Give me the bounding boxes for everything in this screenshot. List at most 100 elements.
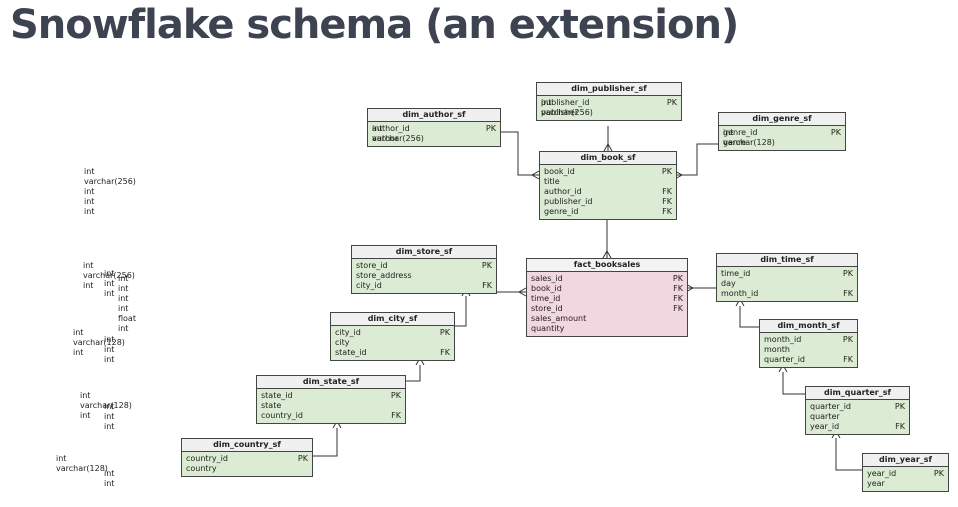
column-type: varchar(128) [80, 401, 132, 410]
column-name: country_id [261, 411, 303, 420]
column-name: quarter [810, 412, 840, 421]
column-name: book_id [544, 167, 575, 176]
table-header: dim_store_sf [352, 246, 496, 259]
column-name: book_id [531, 284, 562, 293]
column-name: year_id [867, 469, 897, 478]
column-name: genre [723, 138, 747, 147]
column-name: quarter_id [764, 355, 805, 364]
column-name: author_id [372, 124, 410, 133]
column-key: FK [662, 197, 672, 206]
column-name: time_id [531, 294, 561, 303]
column-type: varchar(256) [83, 271, 135, 280]
column-name: quantity [531, 324, 565, 333]
column-name: country_id [186, 454, 228, 463]
table-header: dim_time_sf [717, 254, 857, 267]
column-key: PK [830, 128, 841, 137]
column-type: varchar(256) [541, 108, 593, 117]
table-header: dim_state_sf [257, 376, 405, 389]
column-name: sales_amount [531, 314, 587, 323]
column-type: int [104, 355, 115, 364]
column-key: FK [895, 422, 905, 431]
relationship-line-year-quarter [835, 438, 862, 471]
column-key: PK [933, 469, 944, 478]
column-row: sales_amount float [118, 314, 683, 324]
column-row: quarter_id int FK [104, 355, 853, 365]
column-type: int [118, 294, 129, 303]
column-type: varchar(256) [84, 177, 136, 186]
crow-foot-marker [603, 142, 613, 152]
column-type: int [84, 167, 95, 176]
column-name: sales_id [531, 274, 563, 283]
table-header: fact_booksales [527, 259, 687, 272]
column-key: FK [673, 304, 683, 313]
column-name: publisher_id [541, 98, 590, 107]
crow-foot-marker [530, 170, 540, 180]
table-header: dim_author_sf [368, 109, 500, 122]
column-name: country [186, 464, 217, 473]
column-key: FK [482, 281, 492, 290]
column-name: city_id [335, 328, 361, 337]
column-type: int [84, 207, 95, 216]
column-type: int [104, 412, 115, 421]
column-key: PK [666, 98, 677, 107]
column-type: int [84, 197, 95, 206]
table-header: dim_country_sf [182, 439, 312, 452]
column-type: float [118, 314, 136, 323]
column-row: time_id int FK [118, 294, 683, 304]
column-type: int [104, 469, 115, 478]
column-name: city_id [356, 281, 382, 290]
table-header: dim_book_sf [540, 152, 676, 165]
column-key: PK [297, 454, 308, 463]
column-key: FK [843, 355, 853, 364]
column-key: PK [894, 402, 905, 411]
column-key: FK [843, 289, 853, 298]
relationship-line-month-time [739, 306, 759, 328]
column-type: varchar(128) [73, 338, 125, 347]
column-key: FK [662, 207, 672, 216]
column-name: month_id [721, 289, 759, 298]
column-name: year [867, 479, 885, 488]
column-key: FK [673, 294, 683, 303]
column-key: PK [661, 167, 672, 176]
column-type: int [83, 261, 94, 270]
relationship-line-quarter-month [782, 372, 805, 395]
column-row: city_id int FK [83, 281, 492, 291]
column-key: PK [485, 124, 496, 133]
crow-foot-marker [517, 287, 527, 297]
relationship-line-genre-book [675, 143, 718, 176]
column-key: FK [673, 284, 683, 293]
column-key: PK [439, 328, 450, 337]
column-type: int [104, 345, 115, 354]
column-name: month_id [764, 335, 802, 344]
column-type: int [118, 284, 129, 293]
